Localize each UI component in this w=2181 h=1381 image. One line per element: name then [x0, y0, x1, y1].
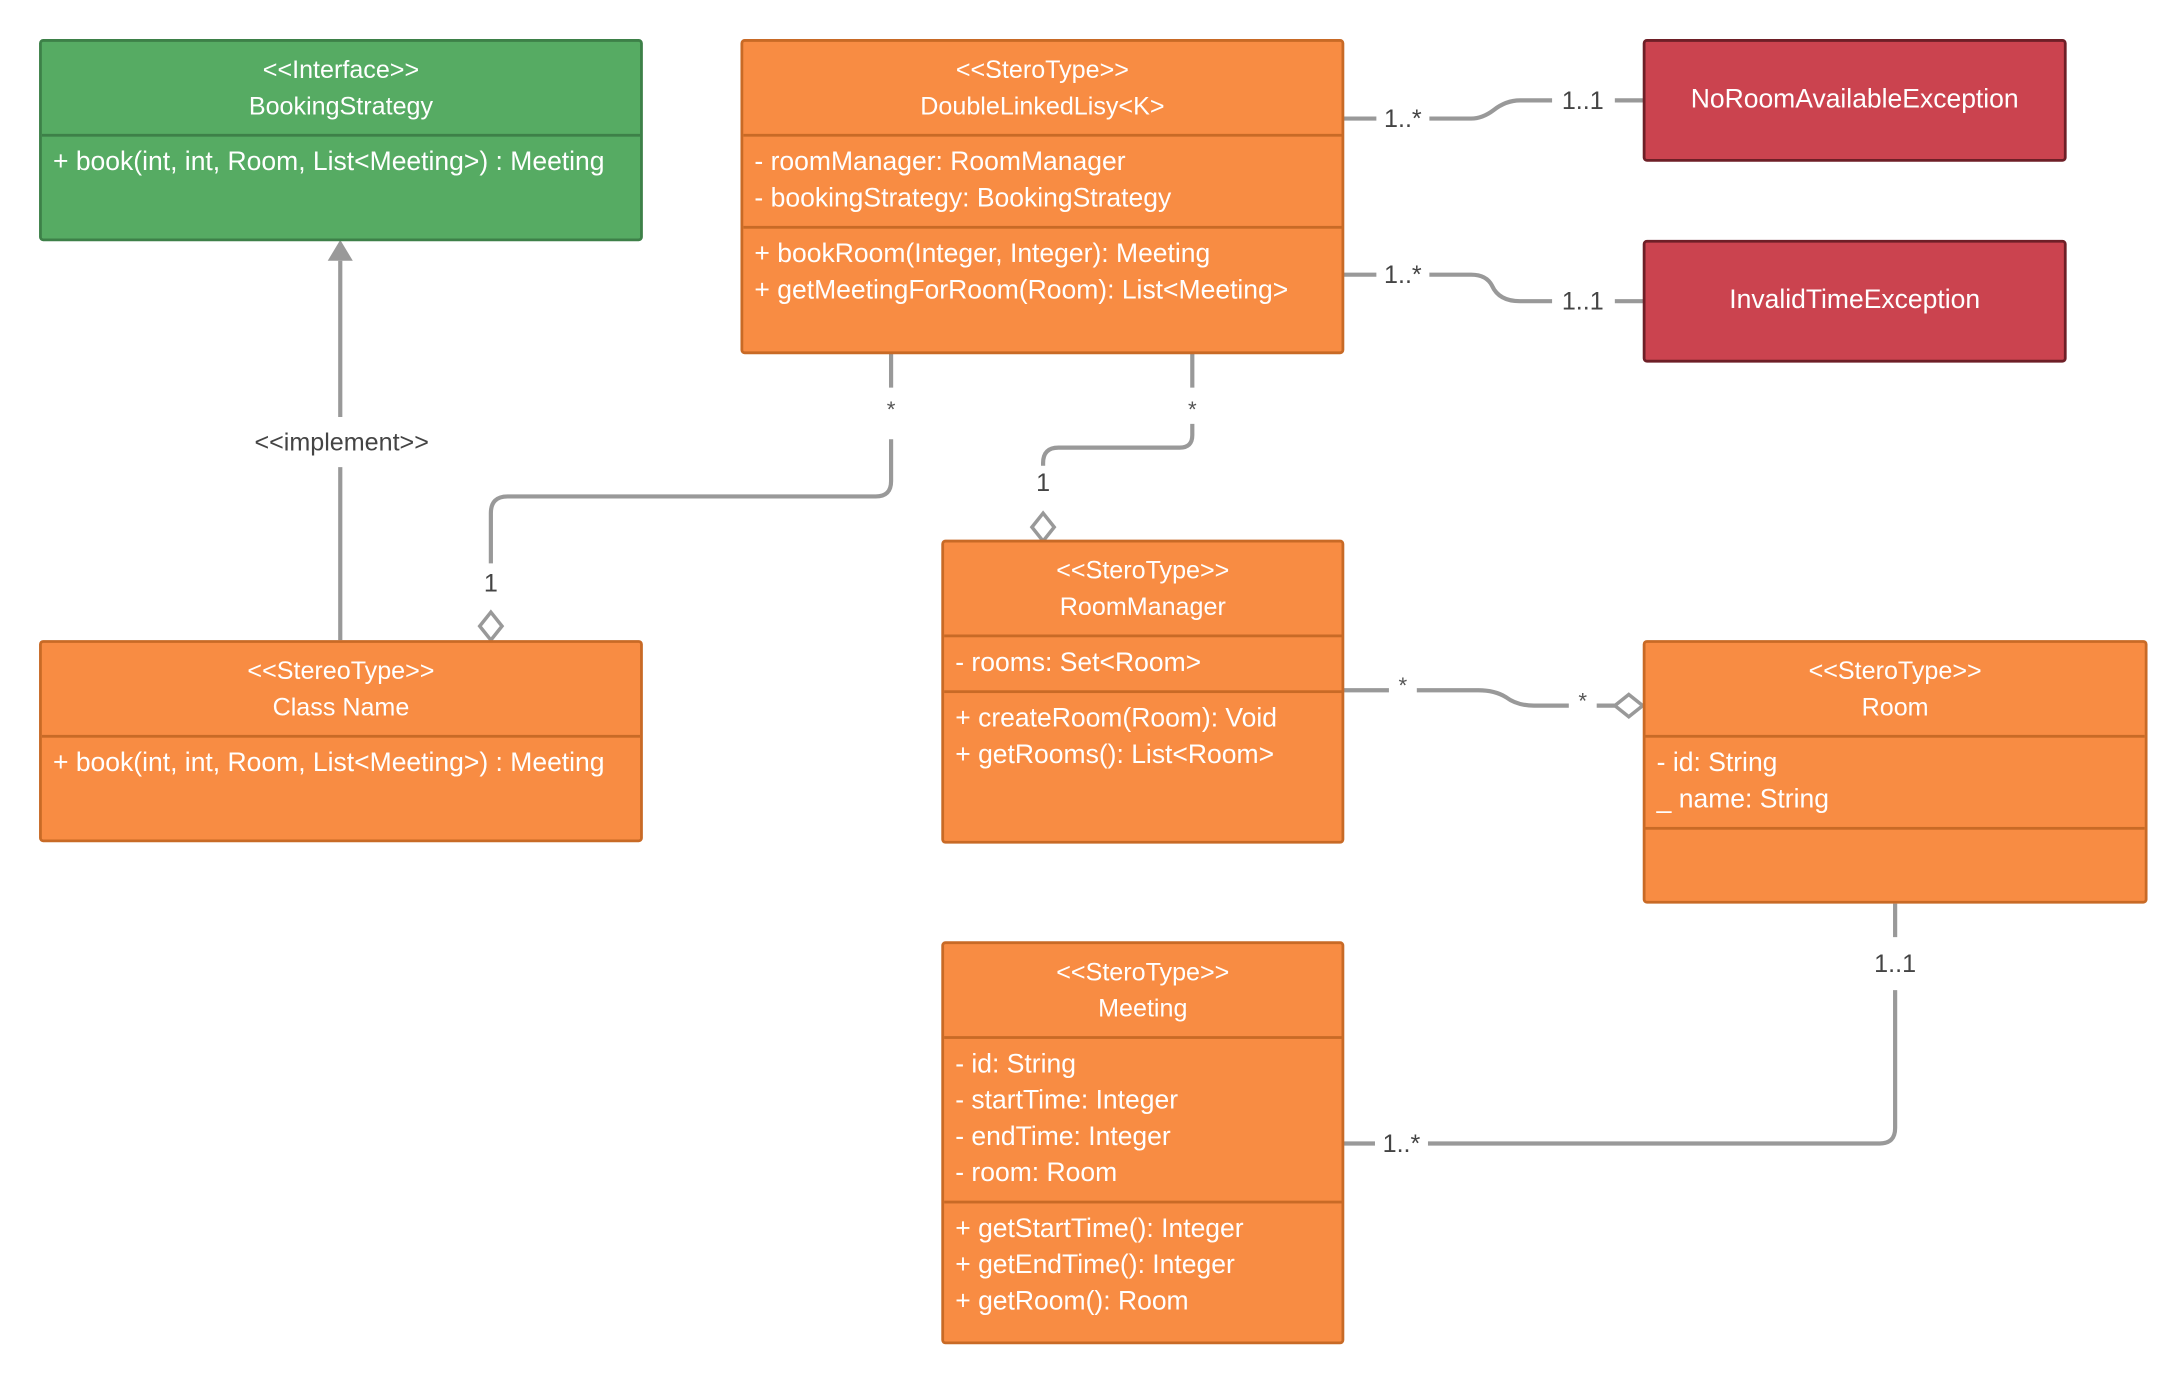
stereotype-label: <<SteroType>> [1808, 656, 1982, 685]
multiplicity-roommanager-room-to: * [1578, 690, 1588, 714]
methods-section: + getStartTime(): Integer + getEndTime()… [944, 1203, 1341, 1341]
multiplicity-dll-noroom-from: 1..* [1384, 104, 1422, 133]
class-name: Room [1861, 693, 1929, 721]
stereotype-label: <<Interface>> [262, 55, 420, 84]
class-name: DoubleLinkedLisy<K> [920, 92, 1165, 120]
attribute: - startTime: Integer [955, 1086, 1179, 1116]
class-header: <<Interface>> BookingStrategy [41, 42, 641, 137]
stereotype-label: <<SteroType>> [955, 55, 1129, 84]
attributes-section: - roomManager: RoomManager - bookingStra… [743, 137, 1342, 229]
attribute: - roomManager: RoomManager [754, 147, 1126, 178]
class-header: <<SteroType>> RoomManager [944, 542, 1342, 638]
multiplicity-dll-roommanager-to: 1 [1036, 468, 1051, 497]
stereotype-label: <<StereoType>> [247, 656, 435, 685]
attribute: - bookingStrategy: BookingStrategy [754, 184, 1172, 214]
multiplicity-meeting-room-to: 1..1 [1874, 949, 1917, 978]
class-invalidtimeexception[interactable]: InvalidTimeException [1642, 239, 2067, 363]
roommanager-to-room-connector [1342, 688, 1615, 708]
aggregation-diamond-room [1612, 692, 1646, 720]
dll-to-invalidtime-connector [1342, 272, 1645, 304]
class-header: <<StereoType>> Class Name [41, 643, 641, 738]
attribute: - id: String [1656, 748, 1778, 779]
aggregation-diamond-roommanager [1029, 510, 1057, 544]
method: + getEndTime(): Integer [955, 1250, 1235, 1281]
multiplicity-dll-noroom-to: 1..1 [1561, 86, 1604, 115]
attribute: - rooms: Set<Room> [955, 648, 1202, 678]
method: + getRoom(): Room [955, 1287, 1189, 1317]
methods-section: + createRoom(Room): Void + getRooms(): L… [944, 693, 1341, 841]
multiplicity-dll-classname-to: 1 [483, 568, 498, 597]
methods-section: + book(int, int, Room, List<Meeting>) : … [42, 738, 640, 840]
attribute: - endTime: Integer [955, 1122, 1171, 1152]
dll-to-classname-connector [488, 352, 894, 564]
class-name: NoRoomAvailableException [1690, 85, 2019, 115]
methods-section [1646, 830, 2145, 901]
dll-to-noroom-connector [1342, 98, 1645, 121]
method: + getRooms(): List<Room> [955, 740, 1275, 770]
class-name: Class Name [272, 693, 410, 721]
method: + book(int, int, Room, List<Meeting>) : … [52, 748, 605, 779]
stereotype-label: <<SteroType>> [1056, 556, 1230, 585]
methods-section: + book(int, int, Room, List<Meeting>) : … [42, 137, 640, 239]
method: + getMeetingForRoom(Room): List<Meeting> [754, 276, 1289, 306]
multiplicity-roommanager-room-from: * [1398, 674, 1408, 699]
implement-label: <<implement>> [254, 428, 429, 457]
class-noroomavailableexception[interactable]: NoRoomAvailableException [1642, 39, 2067, 162]
realization-arrowhead [327, 239, 353, 261]
class-meeting[interactable]: <<SteroType>> Meeting - id: String - sta… [941, 941, 1345, 1345]
method: + createRoom(Room): Void [955, 704, 1278, 734]
class-name: BookingStrategy [248, 92, 434, 120]
multiplicity-dll-classname-from: * [886, 398, 896, 423]
class-name: Meeting [1098, 994, 1188, 1023]
attribute: - id: String [955, 1050, 1076, 1080]
attribute: _ name: String [1656, 785, 1829, 815]
class-classname[interactable]: <<StereoType>> Class Name + book(int, in… [39, 640, 643, 843]
stereotype-label: <<SteroType>> [1056, 958, 1230, 986]
class-name: InvalidTimeException [1729, 285, 1981, 316]
multiplicity-dll-invalidtime-to: 1..1 [1561, 287, 1604, 316]
class-roommanager[interactable]: <<SteroType>> RoomManager - rooms: Set<R… [941, 539, 1345, 844]
multiplicity-dll-roommanager-from: * [1187, 398, 1197, 423]
aggregation-diamond-classname [477, 609, 505, 643]
meeting-to-room-connector [1342, 903, 1898, 1146]
method: + book(int, int, Room, List<Meeting>) : … [52, 147, 605, 178]
method: + getStartTime(): Integer [955, 1214, 1244, 1244]
class-doublelinkedlisy[interactable]: <<SteroType>> DoubleLinkedLisy<K> - room… [740, 39, 1345, 355]
class-name: RoomManager [1059, 592, 1226, 621]
attributes-section: - id: String - startTime: Integer - endT… [944, 1039, 1342, 1204]
dll-to-roommanager-connector [1040, 352, 1195, 466]
methods-section: + bookRoom(Integer, Integer): Meeting + … [743, 229, 1341, 352]
attribute: - room: Room [955, 1158, 1118, 1189]
class-header: <<SteroType>> Meeting [944, 944, 1342, 1039]
attributes-section: - rooms: Set<Room> [944, 637, 1342, 694]
attributes-section: - id: String _ name: String [1645, 738, 2145, 830]
class-header: <<SteroType>> Room [1645, 643, 2145, 738]
class-bookingstrategy[interactable]: <<Interface>> BookingStrategy + book(int… [39, 39, 643, 242]
class-header: <<SteroType>> DoubleLinkedLisy<K> [743, 42, 1342, 137]
method: + bookRoom(Integer, Integer): Meeting [754, 239, 1211, 270]
multiplicity-dll-invalidtime-from: 1..* [1384, 260, 1422, 289]
multiplicity-meeting-room-from: 1..* [1382, 1129, 1421, 1158]
class-room[interactable]: <<SteroType>> Room - id: String _ name: … [1642, 640, 2148, 904]
